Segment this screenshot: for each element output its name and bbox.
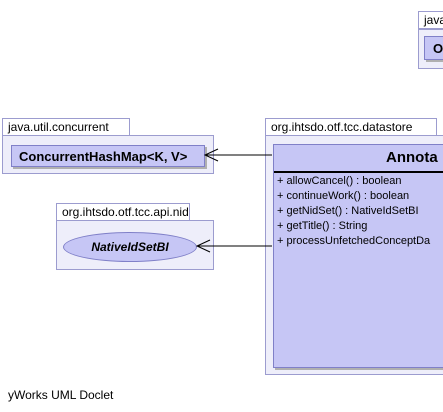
class-annota[interactable]: Annota + allowCancel() : boolean + conti…: [273, 144, 443, 368]
package-java: O: [418, 29, 443, 69]
class-annota-divider: [274, 171, 443, 173]
operation-get-title: + getTitle() : String: [277, 220, 368, 232]
class-annota-title: Annota: [386, 149, 438, 166]
package-datastore: Annota + allowCancel() : boolean + conti…: [265, 135, 443, 375]
package-name-java: java: [424, 13, 443, 27]
class-concurrenthashmap[interactable]: ConcurrentHashMap<K, V>: [11, 145, 205, 167]
interface-nativeidsetbi-label: NativeIdSetBI: [91, 240, 169, 254]
footer-caption: yWorks UML Doclet: [8, 388, 114, 402]
interface-nativeidsetbi[interactable]: NativeIdSetBI: [63, 232, 197, 262]
package-tab-java: java: [418, 11, 443, 29]
package-name-datastore: org.ihtsdo.otf.tcc.datastore: [271, 120, 413, 134]
edge-to-concurrenthashmap: [203, 148, 272, 162]
package-api-nid: NativeIdSetBI: [56, 220, 214, 270]
package-name-concurrent: java.util.concurrent: [8, 120, 109, 134]
package-name-api-nid: org.ihtsdo.otf.tcc.api.nid: [62, 205, 189, 219]
edge-to-nativeidsetbi: [195, 239, 272, 253]
operation-get-nid-set: + getNidSet() : NativeIdSetBI: [277, 205, 419, 217]
operation-allow-cancel: + allowCancel() : boolean: [277, 175, 402, 187]
operation-process-unfetched: + processUnfetchedConceptDa: [277, 235, 431, 247]
class-o[interactable]: O: [424, 36, 443, 60]
package-tab-api-nid: org.ihtsdo.otf.tcc.api.nid: [56, 203, 190, 221]
package-tab-datastore: org.ihtsdo.otf.tcc.datastore: [265, 118, 437, 136]
class-annota-operations: + allowCancel() : boolean + continueWork…: [277, 174, 430, 249]
class-o-title: O: [433, 41, 443, 56]
operation-continue-work: + continueWork() : boolean: [277, 190, 410, 202]
class-concurrenthashmap-title: ConcurrentHashMap<K, V>: [19, 149, 188, 164]
package-concurrent: ConcurrentHashMap<K, V>: [2, 135, 214, 174]
